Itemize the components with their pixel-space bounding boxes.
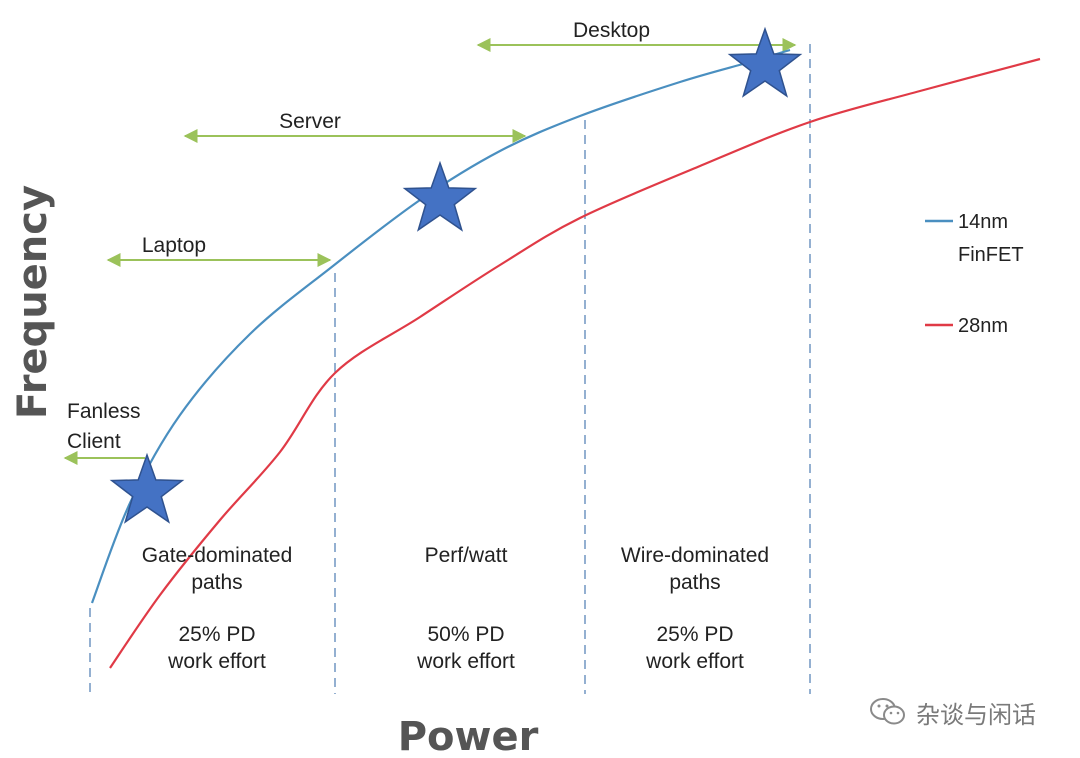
star-marker-3 xyxy=(727,26,803,98)
series-line-2 xyxy=(109,57,1041,669)
star-marker-2 xyxy=(402,160,478,232)
series-lines xyxy=(90,48,1041,669)
star-marker-1 xyxy=(109,452,185,524)
x-axis-title: Power xyxy=(398,714,539,758)
series-line-1 xyxy=(90,48,791,604)
wechat-icon xyxy=(870,698,905,725)
marker-stars xyxy=(109,26,803,524)
range-label-2: Server xyxy=(279,110,341,133)
y-axis-title: Frequency xyxy=(10,185,56,419)
region-dividers xyxy=(89,44,811,694)
watermark: 杂谈与闲话 xyxy=(868,694,1036,730)
watermark-text: 杂谈与闲话 xyxy=(916,700,1036,729)
range-label-3: Laptop xyxy=(142,234,206,257)
region-title-2: Perf/watt xyxy=(425,544,508,567)
legend-label-2: 28nm xyxy=(958,315,1008,337)
range-label-1: Desktop xyxy=(573,19,650,42)
axis-titles: Frequency Power xyxy=(10,185,539,758)
